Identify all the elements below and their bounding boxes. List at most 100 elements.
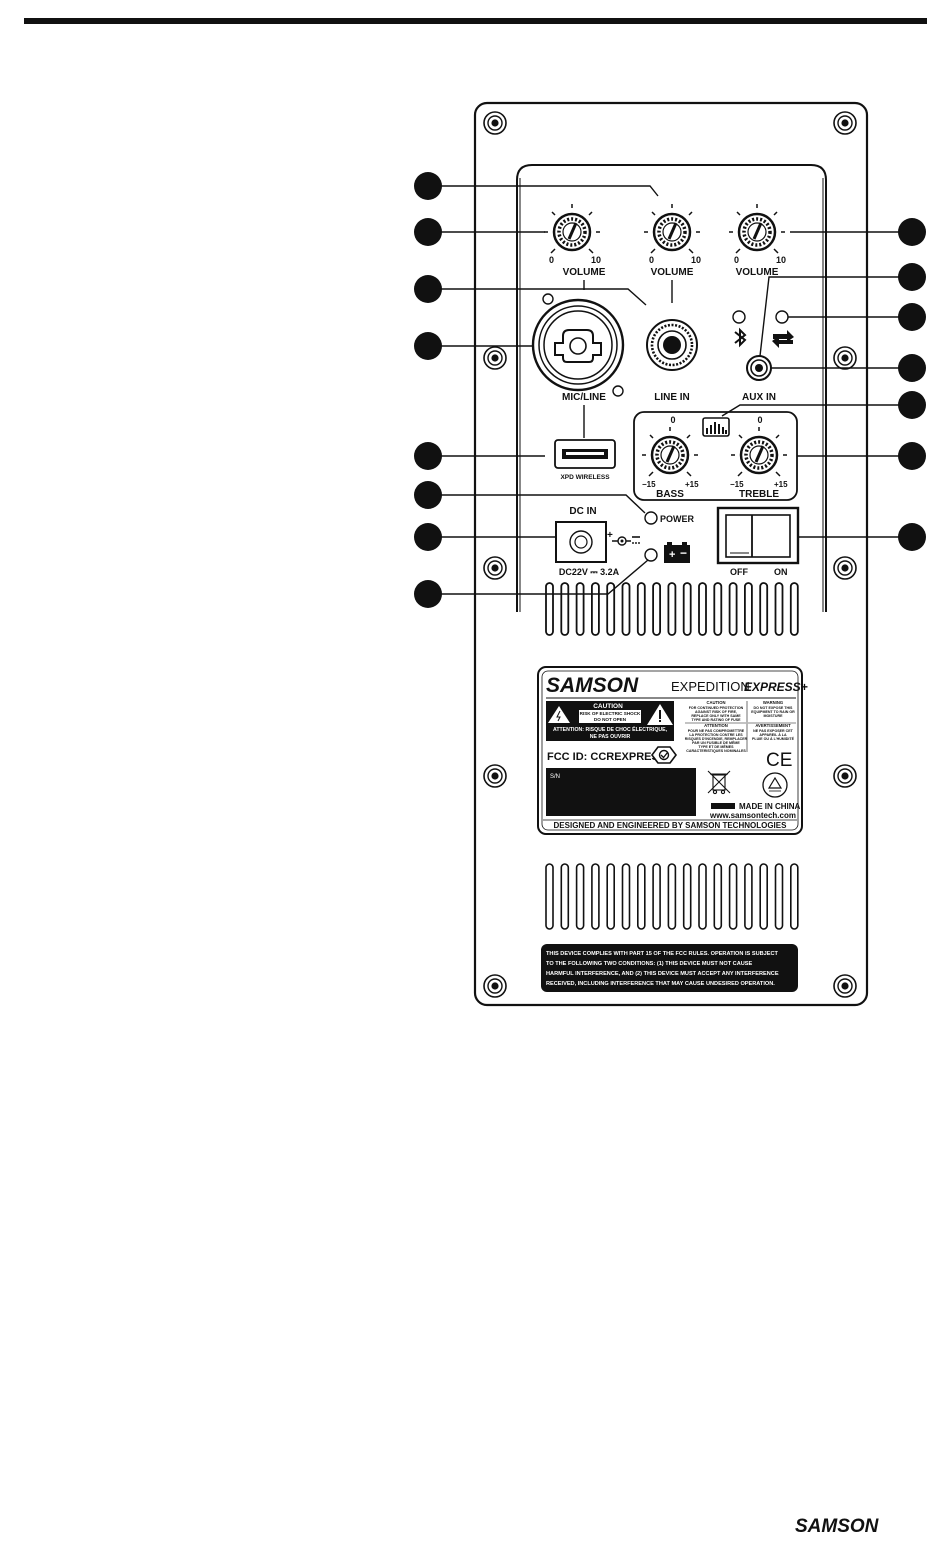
attention-line-1: ATTENTION: RISQUE DE CHOC ÉLECTRIQUE, [553, 725, 668, 733]
screw-icon [833, 764, 857, 788]
heat-sink-fin [667, 582, 677, 636]
fcc-line-4: RECEIVED, INCLUDING INTERFERENCE THAT MA… [546, 981, 775, 987]
callout-marker [898, 442, 926, 470]
vent-slot [667, 863, 677, 930]
aux-knob-min: 0 [734, 255, 739, 265]
plate-brand: SAMSON [546, 674, 639, 697]
line-knob-min: 0 [649, 255, 654, 265]
mic-line-combo-jack[interactable] [531, 293, 625, 397]
callout-marker [414, 275, 442, 303]
xpd-wireless-usb-port[interactable] [554, 439, 616, 469]
heat-sink-fin [789, 582, 799, 636]
col1-m-4: PAR UN FUSIBLE DE MÊME [692, 740, 740, 745]
col1-title-2: ATTENTION [704, 723, 728, 728]
attention-line-2: NE PAS OUVRIR [590, 734, 631, 740]
vent-slot [759, 863, 769, 930]
dc-rating-label: DC22V ⎓ 3.2A [559, 567, 620, 577]
plate-product-a: EXPEDITION [671, 679, 750, 694]
xpd-wireless-label: XPD WIRELESS [560, 474, 610, 481]
screw-icon [483, 556, 507, 580]
bluetooth-led [732, 310, 746, 324]
treble-min-label: −15 [730, 480, 744, 489]
treble-max-label: +15 [774, 480, 788, 489]
col2-m-1: NE PAS EXPOSER CET [753, 729, 793, 733]
callouts [428, 185, 912, 595]
power-label: POWER [660, 514, 695, 524]
switch-on-label: ON [774, 567, 788, 577]
fcc-line-1: THIS DEVICE COMPLIES WITH PART 15 OF THE… [546, 951, 779, 957]
mic-knob-min: 0 [549, 255, 554, 265]
vent-slots [545, 863, 799, 930]
footer-logo: SAMSON [795, 1516, 880, 1537]
screw-icon [833, 346, 857, 370]
power-switch[interactable] [716, 506, 800, 565]
svg-text:−: − [680, 546, 687, 560]
col2-m-3: PLUIE OU À L'HUMIDITÉ [752, 736, 795, 741]
link-led [775, 310, 789, 324]
rating-plate: SAMSON EXPEDITION EXPRESS+ CAUTION RISK … [537, 666, 808, 835]
caution-line-1: RISK OF ELECTRIC SHOCK [580, 711, 641, 716]
treble-label: TREBLE [739, 489, 779, 500]
vent-slot [606, 863, 616, 930]
eq-graphic-icon [702, 417, 730, 437]
line-in-jack[interactable] [646, 319, 698, 371]
heat-sink-fins [545, 582, 799, 636]
aux-in-label: AUX IN [742, 392, 776, 403]
line-in-label: LINE IN [654, 392, 690, 403]
callout-marker [414, 218, 442, 246]
heat-sink-fin [560, 582, 570, 636]
dc-polarity-icon: + [607, 530, 640, 546]
bass-min-label: −15 [642, 480, 656, 489]
vent-slot [682, 863, 692, 930]
caution-line-2: DO NOT OPEN [594, 717, 627, 722]
callout-marker [898, 303, 926, 331]
col1-m-5: TYPE ET DE MÊMES [698, 744, 734, 749]
heat-sink-fin [713, 582, 723, 636]
svg-text:+: + [669, 549, 675, 561]
mic-volume-label: VOLUME [563, 267, 606, 278]
heat-sink-fin [591, 582, 600, 636]
heat-sink-fin [759, 582, 769, 636]
col1-line-1: FOR CONTINUED PROTECTION [689, 706, 744, 710]
heat-sink-fin [744, 582, 753, 636]
callout-marker [898, 218, 926, 246]
aux-in-jack[interactable] [746, 355, 772, 381]
power-led [644, 511, 658, 525]
heat-sink-fin [728, 582, 738, 636]
vent-slot [636, 863, 646, 930]
link-arrows-icon [772, 330, 794, 348]
col1-line-3: REPLACE ONLY WITH SAME [691, 714, 741, 718]
dc-in-jack[interactable] [555, 521, 607, 563]
plate-product-b: EXPRESS+ [744, 680, 808, 694]
col1-title: CAUTION [706, 700, 725, 705]
heat-sink-fin [636, 582, 646, 636]
col1-m-6: CARACTERISTIQUES NOMINALES [686, 749, 746, 753]
callout-marker [414, 172, 442, 200]
col1-m-1: POUR NE PAS COMPROMETTRE [688, 729, 745, 733]
vent-slot [774, 863, 784, 930]
vent-slot [591, 863, 600, 930]
vent-slot [545, 863, 554, 930]
screw-icon [483, 111, 507, 135]
callout-marker [414, 442, 442, 470]
col2-m-2: APPAREIL À LA [759, 732, 787, 737]
vent-slot [652, 863, 661, 930]
heat-sink-fin [575, 582, 585, 636]
vent-slot [698, 863, 707, 930]
heat-sink-fin [652, 582, 661, 636]
screw-icon [833, 974, 857, 998]
rcm-icon [651, 746, 677, 764]
vent-slot [713, 863, 723, 930]
bass-zero-label: 0 [670, 415, 675, 425]
mic-line-label: MIC/LINE [562, 392, 606, 403]
callout-marker [898, 523, 926, 551]
website-label: www.samsontech.com [709, 811, 796, 820]
line-volume-label: VOLUME [651, 267, 694, 278]
heat-sink-fin [545, 582, 554, 636]
vent-slot [789, 863, 799, 930]
callout-marker [414, 332, 442, 360]
vent-slot [621, 863, 631, 930]
fcc-line-2: TO THE FOLLOWING TWO CONDITIONS: (1) THI… [546, 961, 753, 967]
fcc-notice: THIS DEVICE COMPLIES WITH PART 15 OF THE… [541, 944, 798, 992]
